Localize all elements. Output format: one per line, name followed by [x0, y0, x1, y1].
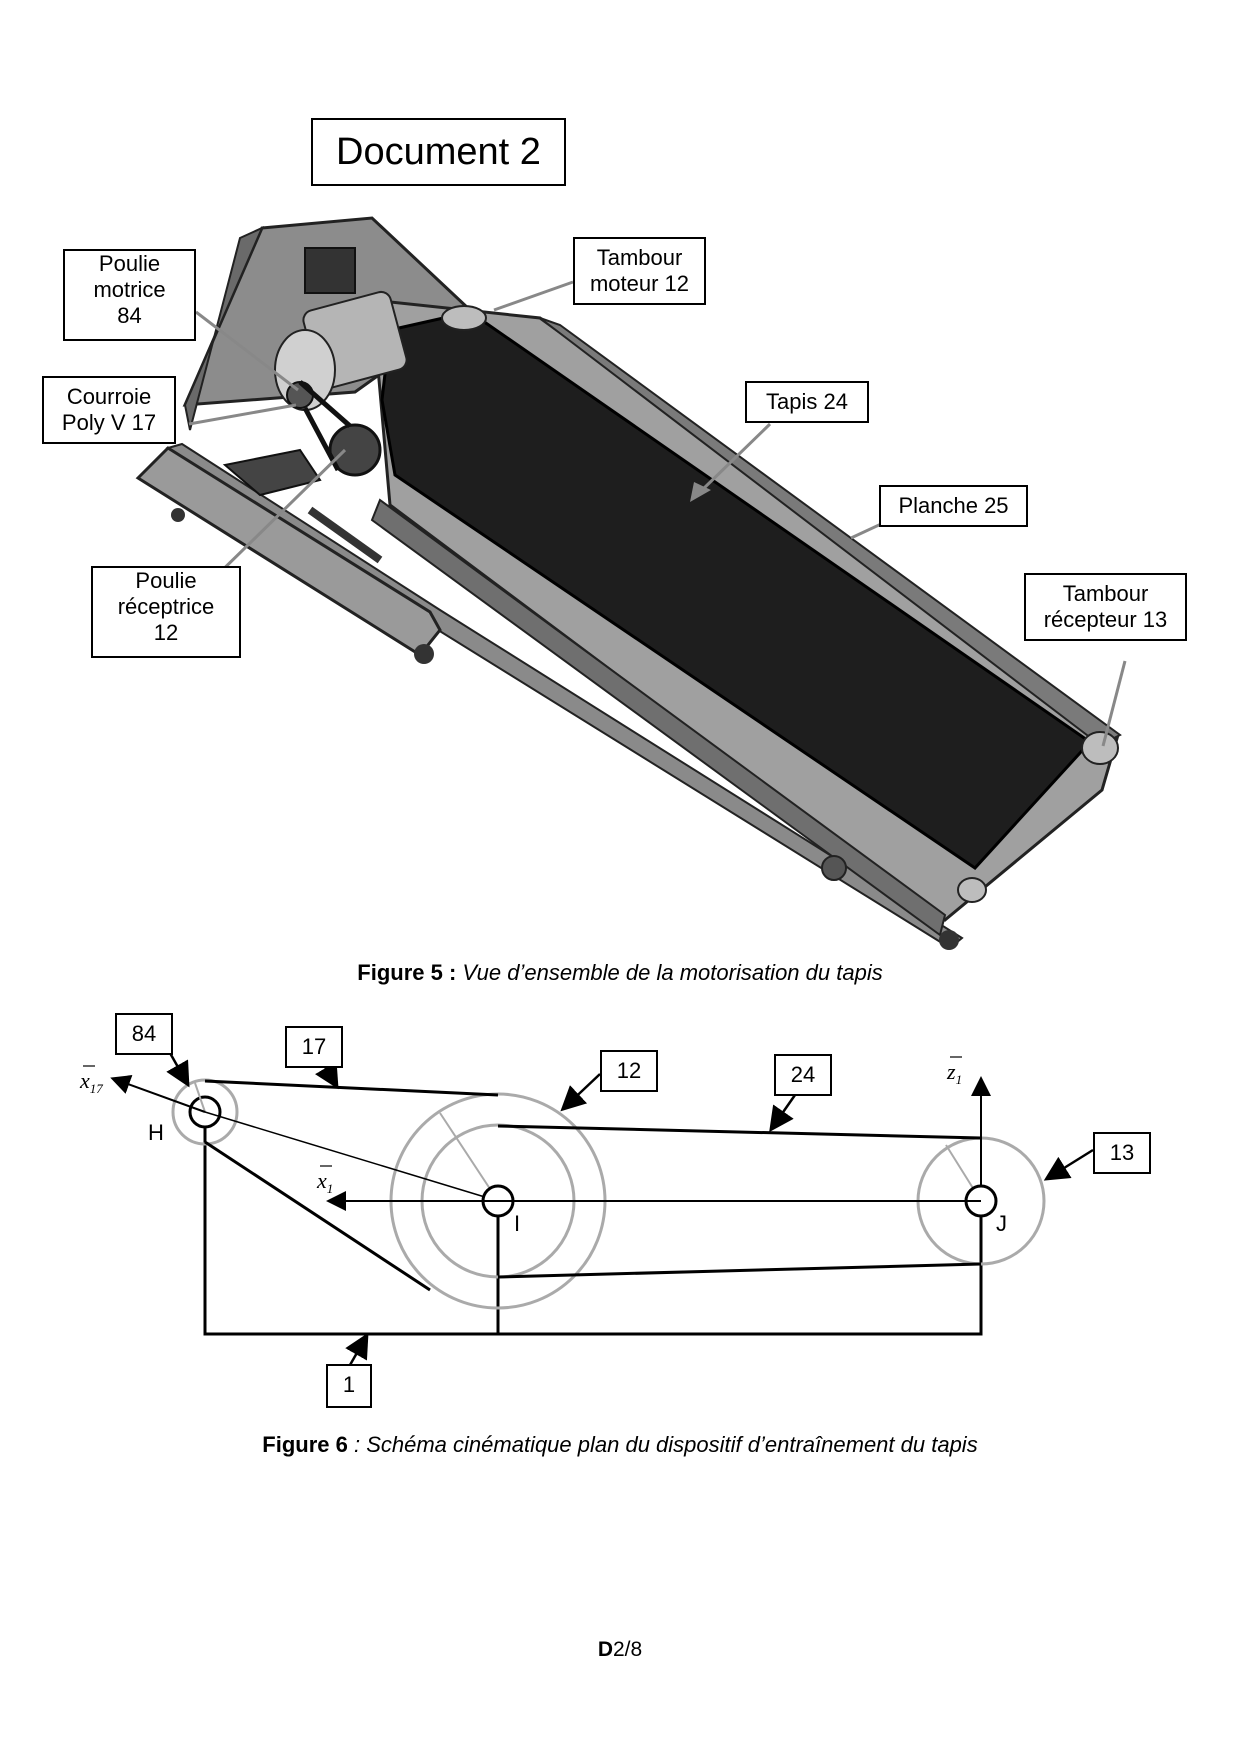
label-tambour-moteur: Tambour moteur 12 — [573, 237, 706, 305]
frame-rear-side — [183, 226, 264, 431]
point-I: I — [514, 1211, 520, 1236]
label-planche: Planche 25 — [879, 485, 1028, 527]
label-tapis: Tapis 24 — [745, 381, 869, 423]
belt-24-top — [497, 1124, 982, 1140]
page-number: D2/8 — [597, 1638, 643, 1661]
strut — [307, 506, 383, 564]
label-24: 24 — [774, 1054, 832, 1096]
motor-box — [304, 247, 356, 294]
point-H: H — [148, 1120, 164, 1145]
label-12: 12 — [600, 1050, 658, 1092]
lower-rail — [370, 498, 947, 937]
belt-17-top — [204, 1079, 499, 1097]
figure6-caption: Figure 6 : Schéma cinématique plan du di… — [262, 1432, 978, 1457]
vector-z1-label: z1 — [946, 1059, 962, 1087]
belt-24-bottom — [497, 1262, 982, 1279]
figure5-caption: Figure 5 : Vue d’ensemble de la motorisa… — [357, 960, 883, 985]
vector-x17-label: x17 — [79, 1068, 103, 1096]
label-poulie-motrice: Poulie motrice 84 — [63, 249, 196, 341]
foot-pedal — [222, 448, 322, 497]
point-J: J — [996, 1211, 1007, 1236]
label-tambour-recepteur: Tambour récepteur 13 — [1024, 573, 1187, 641]
roller-end — [957, 877, 987, 903]
base-foot-bar — [135, 446, 442, 657]
tambour-moteur-end — [441, 305, 487, 331]
belt-17-bottom — [204, 1140, 431, 1292]
vector-x1-label: x1 — [316, 1168, 333, 1196]
label-13: 13 — [1093, 1132, 1151, 1174]
label-84: 84 — [115, 1013, 173, 1055]
label-poulie-receptrice: Poulie réceptrice 12 — [91, 566, 241, 658]
label-courroie: Courroie Poly V 17 — [42, 376, 176, 444]
pulley-84-circle — [171, 1078, 239, 1146]
label-1: 1 — [326, 1364, 372, 1408]
tambour-recepteur-end — [1081, 731, 1119, 765]
label-17: 17 — [285, 1026, 343, 1068]
side-rail — [539, 317, 1122, 747]
axis-x17 — [110, 1075, 206, 1113]
document-title: Document 2 — [311, 118, 566, 186]
frame-1 — [203, 1110, 983, 1336]
